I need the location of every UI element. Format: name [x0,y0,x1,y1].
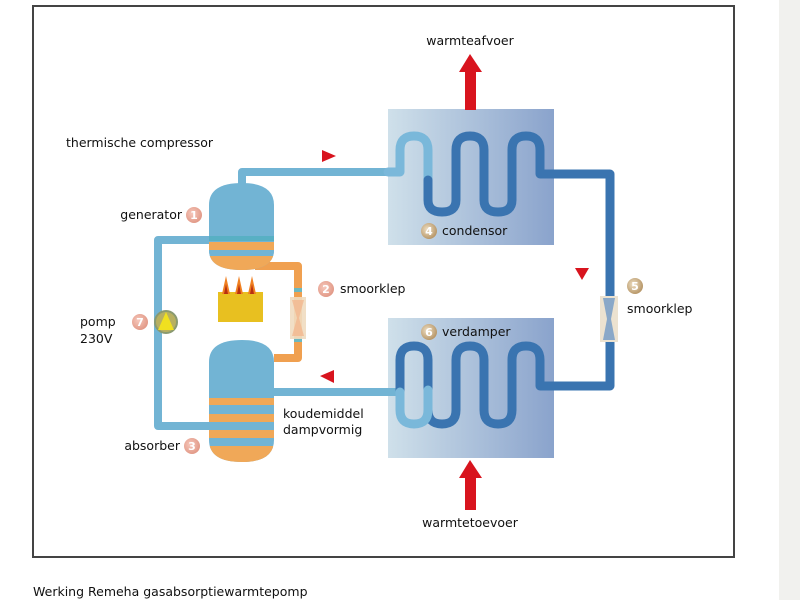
burner [218,276,263,322]
burner-block [218,292,263,322]
badge-pump: 7 [132,314,148,330]
label-heat-out: warmteafvoer [426,33,514,48]
generator-vessel [209,183,274,270]
svg-text:5: 5 [631,280,639,293]
figure-caption: Werking Remeha gasabsorptiewarmtepomp [33,584,308,599]
badge-condenser: 4 [421,223,437,239]
svg-text:2: 2 [322,283,330,296]
diagram-frame [32,5,735,558]
badge-throttle-1: 2 [318,281,334,297]
label-evaporator: verdamper [442,324,511,339]
badge-generator: 1 [186,207,202,223]
absorber-vessel [209,340,274,462]
svg-text:1: 1 [190,209,198,222]
light-pipes [154,168,404,430]
label-thermal-compressor: thermische compressor [66,135,214,150]
badge-evaporator: 6 [421,324,437,340]
label-refrigerant-state: dampvormig [283,422,362,437]
label-throttle-5: smoorklep [627,301,693,316]
svg-text:4: 4 [425,225,433,238]
label-throttle-1: smoorklep [340,281,406,296]
label-pump: pomp [80,314,116,329]
orange-pipe-teal-band [294,288,302,292]
label-generator: generator [120,207,183,222]
pump-loop-pipe [154,236,213,430]
label-pump-voltage: 230V [80,331,113,346]
pump-icon [154,310,178,334]
generator-to-condenser-pipe [238,168,392,189]
condenser-coil [383,131,615,429]
heat-out-arrow [459,54,482,110]
label-condenser: condensor [442,223,508,238]
svg-text:7: 7 [136,316,144,329]
side-panel [779,0,800,600]
throttle-valve-5 [600,296,618,342]
svg-text:3: 3 [188,440,196,453]
orange-pipe-teal-band [294,338,302,342]
badge-throttle-5: 5 [627,278,643,294]
throttle-valve-2 [290,297,306,339]
label-refrigerant: koudemiddel [283,406,364,421]
flow-arrow-right [322,150,336,162]
heat-in-arrow [459,460,482,510]
label-heat-in: warmtetoevoer [422,515,519,530]
flow-arrow-down [575,268,589,280]
flow-arrow-left [320,370,334,383]
badge-absorber: 3 [184,438,200,454]
svg-text:6: 6 [425,326,433,339]
label-absorber: absorber [124,438,181,453]
evaporator-box [388,318,554,458]
